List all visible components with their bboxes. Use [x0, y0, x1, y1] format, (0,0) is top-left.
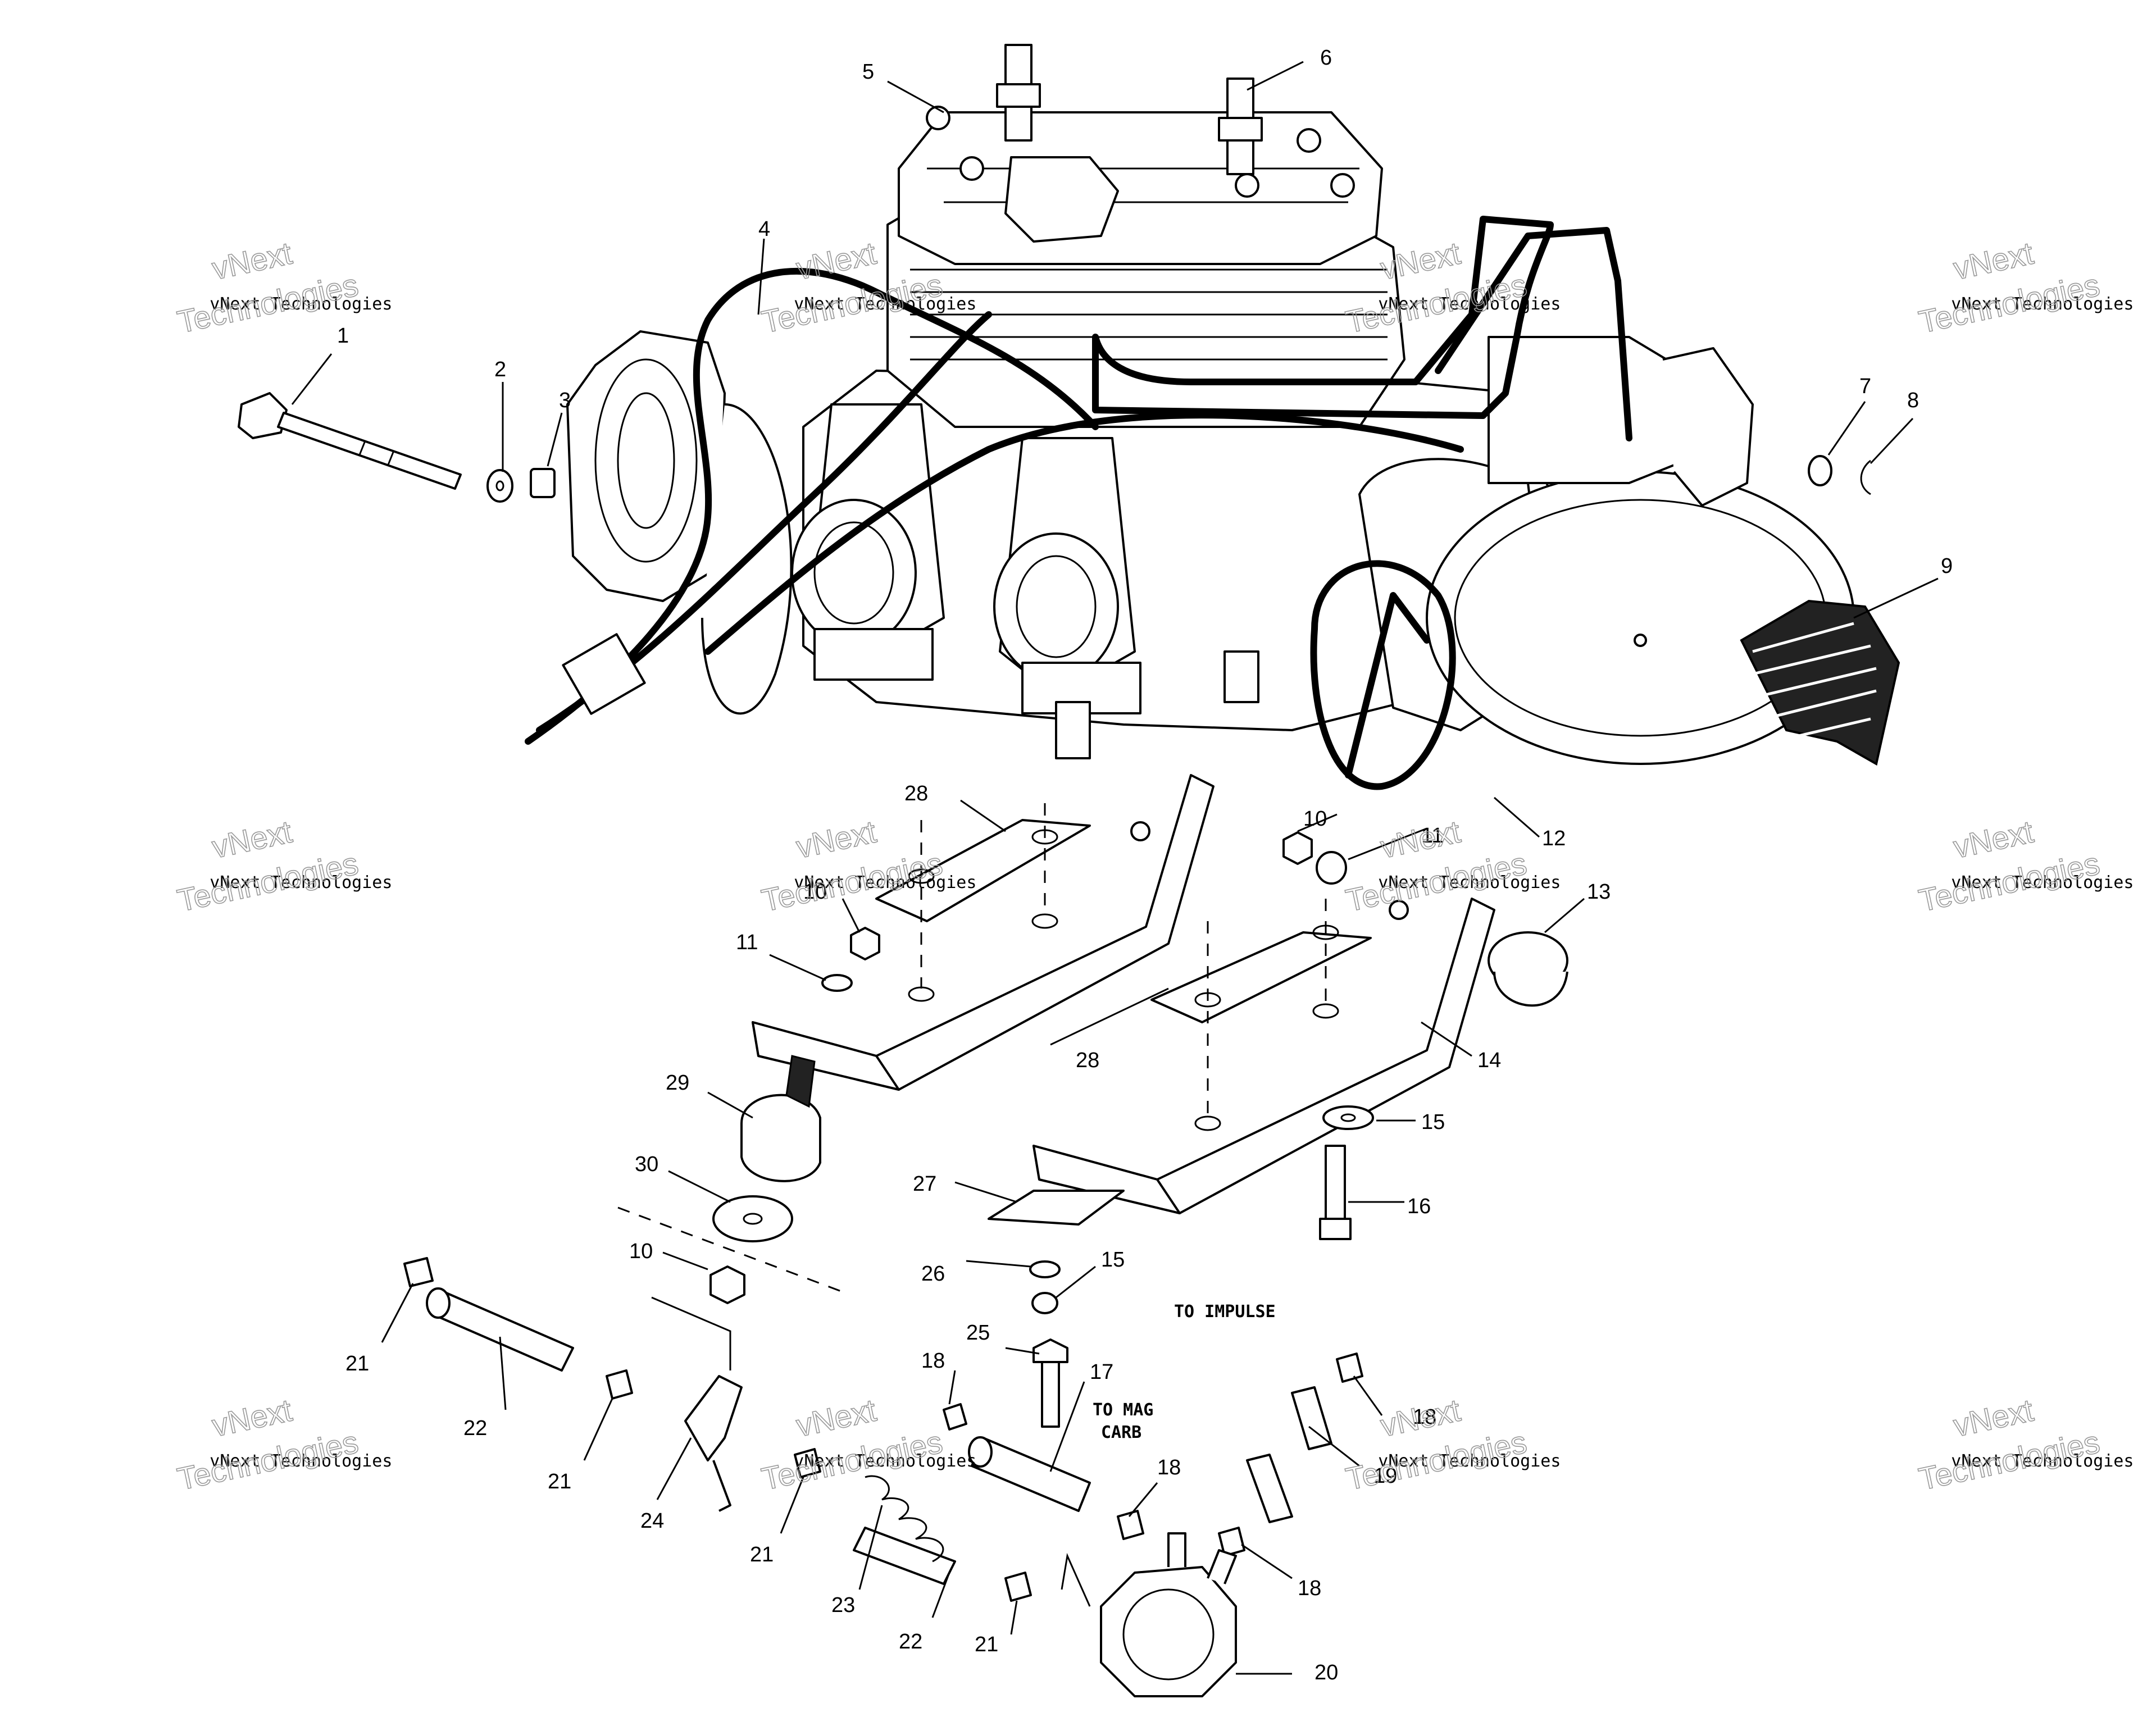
- callout-26: 26: [921, 1262, 945, 1286]
- watermark-brand-line: vNext Technologies: [210, 873, 392, 892]
- callout-20: 20: [1314, 1661, 1338, 1684]
- watermark-brand-bottom: Technologies: [758, 1424, 945, 1497]
- watermark-brand-top: vNext: [793, 1392, 880, 1443]
- watermark-8: vNext vNext Technologies Technologies: [1915, 813, 2134, 919]
- callout-11-a: 11: [1421, 824, 1443, 848]
- watermark-7: vNext vNext Technologies Technologies: [1342, 813, 1561, 919]
- engine-mount-right: [1032, 898, 1495, 1214]
- watermark-brand-line: vNext Technologies: [1951, 294, 2134, 314]
- callout-16: 16: [1407, 1195, 1431, 1218]
- watermark-brand-line: vNext Technologies: [794, 873, 976, 892]
- watermark-brand-bottom: Technologies: [1343, 1424, 1530, 1497]
- watermark-9: vNext vNext Technologies Technologies: [174, 1392, 392, 1497]
- watermark-5: vNext vNext Technologies Technologies: [174, 813, 392, 919]
- callout-30: 30: [635, 1153, 658, 1176]
- callout-27: 27: [913, 1172, 936, 1196]
- watermark-brand-line: vNext Technologies: [1378, 1451, 1561, 1471]
- watermark-brand-top: vNext: [1950, 813, 2037, 864]
- callout-28-a: 28: [904, 782, 928, 805]
- watermark-4: vNext vNext Technologies Technologies: [1915, 235, 2134, 340]
- callout-11-b: 11: [736, 931, 758, 954]
- leader-lines: [291, 61, 1939, 1675]
- callout-18-d: 18: [1298, 1577, 1321, 1600]
- watermark-brand-top: vNext: [793, 235, 880, 286]
- callout-12: 12: [1542, 827, 1566, 850]
- callout-29: 29: [666, 1071, 689, 1095]
- callout-4: 4: [758, 217, 770, 241]
- watermark-brand-top: vNext: [1377, 813, 1464, 864]
- watermark-brand-top: vNext: [1377, 235, 1464, 286]
- grille-part: [1740, 599, 1900, 766]
- callout-3: 3: [559, 389, 571, 412]
- watermark-brand-bottom: Technologies: [1916, 267, 2103, 340]
- callout-5: 5: [862, 60, 874, 84]
- callout-25: 25: [966, 1321, 990, 1345]
- watermark-brand-bottom: Technologies: [1916, 1424, 2103, 1497]
- callout-10-a: 10: [1303, 807, 1327, 831]
- watermark-brand-bottom: Technologies: [174, 1424, 361, 1497]
- watermark-brand-top: vNext: [793, 813, 880, 864]
- callout-10-c: 10: [629, 1240, 653, 1263]
- callout-28-b: 28: [1076, 1049, 1099, 1072]
- watermark-12: vNext vNext Technologies Technologies: [1915, 1392, 2134, 1497]
- callout-21-d: 21: [975, 1633, 998, 1656]
- callout-23: 23: [831, 1593, 855, 1617]
- watermark-brand-line: vNext Technologies: [1951, 1451, 2134, 1471]
- watermark-brand-top: vNext: [209, 235, 295, 286]
- watermark-brand-bottom: Technologies: [174, 845, 361, 918]
- callout-19: 19: [1373, 1464, 1397, 1488]
- callout-21-a: 21: [345, 1352, 369, 1376]
- callout-24: 24: [640, 1509, 664, 1533]
- callout-15-b: 15: [1101, 1248, 1125, 1272]
- watermark-brand-line: vNext Technologies: [1378, 873, 1561, 892]
- watermark-brand-bottom: Technologies: [1343, 845, 1530, 918]
- watermark-10: vNext vNext Technologies Technologies: [758, 1392, 976, 1497]
- callout-18-b: 18: [1157, 1456, 1181, 1479]
- watermark-brand-top: vNext: [1950, 235, 2037, 286]
- callout-9: 9: [1941, 554, 1953, 578]
- bolt-part: [238, 392, 462, 490]
- engine-mount-left: [752, 774, 1215, 1091]
- callout-1: 1: [337, 324, 349, 348]
- callout-18-a: 18: [921, 1349, 945, 1373]
- watermark-1: vNext vNext Technologies Technologies: [174, 235, 392, 340]
- watermark-brand-line: vNext Technologies: [210, 1451, 392, 1471]
- callout-13: 13: [1587, 880, 1611, 904]
- callout-10-b: 10: [803, 880, 827, 904]
- watermark-brand-top: vNext: [1377, 1392, 1464, 1443]
- watermark-brand-top: vNext: [1950, 1392, 2037, 1443]
- note-to-mag-carb-line1: TO MAG: [1093, 1400, 1153, 1420]
- watermark-brand-line: vNext Technologies: [794, 1451, 976, 1471]
- callout-6: 6: [1320, 46, 1332, 70]
- note-to-mag-carb-line2: CARB: [1101, 1423, 1141, 1442]
- watermark-brand-line: vNext Technologies: [210, 294, 392, 314]
- note-to-impulse: TO IMPULSE: [1174, 1302, 1276, 1322]
- engine-assembly: [566, 44, 1855, 765]
- callout-2: 2: [494, 358, 506, 381]
- watermark-brand-line: vNext Technologies: [1951, 873, 2134, 892]
- watermark-brand-line: vNext Technologies: [794, 294, 976, 314]
- watermark-brand-top: vNext: [209, 813, 295, 864]
- callout-7: 7: [1859, 375, 1871, 398]
- callout-numbers: 1 2 3 4 5 6 7 8 9 10 10 10 11 11 12 13 1…: [337, 46, 1953, 1684]
- callout-8: 8: [1907, 389, 1919, 412]
- watermark-brand-top: vNext: [209, 1392, 295, 1443]
- watermark-brand-line: vNext Technologies: [1378, 294, 1561, 314]
- callout-15-a: 15: [1421, 1110, 1445, 1134]
- watermark-brand-bottom: Technologies: [1916, 845, 2103, 918]
- callout-14: 14: [1477, 1049, 1501, 1072]
- callout-21-b: 21: [548, 1470, 571, 1493]
- callout-17: 17: [1090, 1360, 1113, 1384]
- callout-18-c: 18: [1413, 1405, 1436, 1429]
- watermark-brand-bottom: Technologies: [174, 267, 361, 340]
- callout-21-c: 21: [750, 1543, 774, 1566]
- callout-22-a: 22: [463, 1417, 487, 1440]
- callout-22-b: 22: [899, 1630, 922, 1654]
